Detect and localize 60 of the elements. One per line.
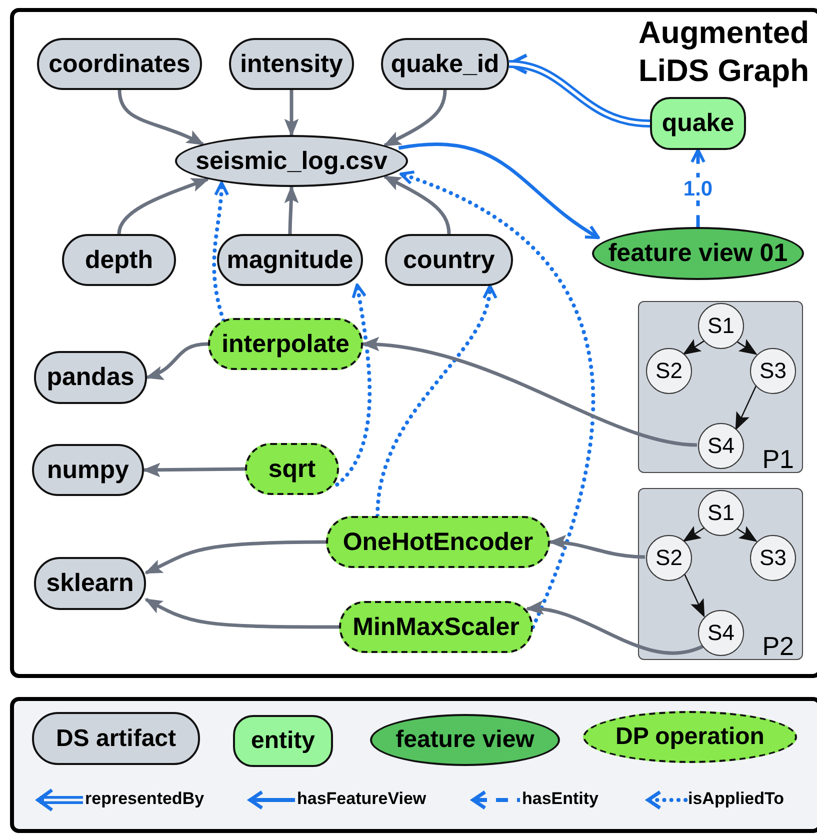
arrow xyxy=(383,175,451,234)
artifact-pill: country xyxy=(385,234,513,286)
arrow xyxy=(682,339,704,355)
panel-label: P2 xyxy=(762,633,794,659)
arrow xyxy=(117,178,210,234)
legend-label: hasFeatureView xyxy=(297,789,426,809)
arrow xyxy=(145,342,208,380)
artifact-pill: depth xyxy=(62,234,176,286)
arrow xyxy=(548,535,646,559)
step-circle: S1 xyxy=(698,490,744,536)
step-circle: S4 xyxy=(698,610,744,656)
arrow xyxy=(144,598,339,629)
step-circle: S2 xyxy=(646,348,692,394)
arrow xyxy=(144,540,326,574)
legend-swatch: entity xyxy=(233,715,333,767)
arrow xyxy=(682,526,704,542)
arrow xyxy=(284,90,299,137)
arrow xyxy=(736,526,758,542)
arrow xyxy=(735,386,756,431)
arrow xyxy=(284,185,299,234)
panel-label: P1 xyxy=(762,446,794,472)
arrow xyxy=(736,339,758,355)
arrow xyxy=(399,171,595,629)
step-circle: S4 xyxy=(698,423,744,469)
arrow xyxy=(212,180,229,323)
artifact-ellipse: seismic_log.csv xyxy=(175,135,408,187)
double-arrow xyxy=(507,54,650,128)
step-circle: S3 xyxy=(750,535,796,581)
arrow xyxy=(376,284,496,518)
artifact-pill: magnitude xyxy=(217,234,363,286)
operation-pill: interpolate xyxy=(208,318,363,370)
step-circle: S3 xyxy=(750,348,796,394)
arrow xyxy=(525,602,704,655)
legend-label: representedBy xyxy=(85,789,204,809)
entity-pill: quake xyxy=(650,97,746,150)
operation-pill: OneHotEncoder xyxy=(326,516,550,568)
legend-label: hasEntity xyxy=(522,789,599,809)
feature-view-ellipse: feature view 01 xyxy=(592,227,804,280)
operation-pill: sqrt xyxy=(245,443,339,495)
arrow xyxy=(118,90,205,146)
arrow xyxy=(398,142,600,240)
artifact-pill: intensity xyxy=(229,38,354,90)
artifact-pill: sklearn xyxy=(34,557,146,610)
artifact-pill: pandas xyxy=(34,351,147,404)
pipeline-panel xyxy=(638,301,803,473)
legend-swatch: DS artifact xyxy=(32,712,200,765)
arrow xyxy=(361,338,698,447)
arrow xyxy=(142,462,245,478)
arrow xyxy=(684,572,705,618)
arrow xyxy=(335,282,372,487)
legend-label: isAppliedTo xyxy=(688,789,784,809)
pipeline-panel xyxy=(638,488,803,660)
artifact-pill: numpy xyxy=(32,444,144,496)
diagram-title: Augmented LiDS Graph xyxy=(637,14,809,90)
operation-pill: MinMaxScaler xyxy=(339,601,533,653)
step-circle: S2 xyxy=(646,535,692,581)
step-circle: S1 xyxy=(698,303,744,349)
artifact-pill: quake_id xyxy=(381,38,509,90)
artifact-pill: coordinates xyxy=(37,38,202,90)
arrow xyxy=(383,90,447,147)
